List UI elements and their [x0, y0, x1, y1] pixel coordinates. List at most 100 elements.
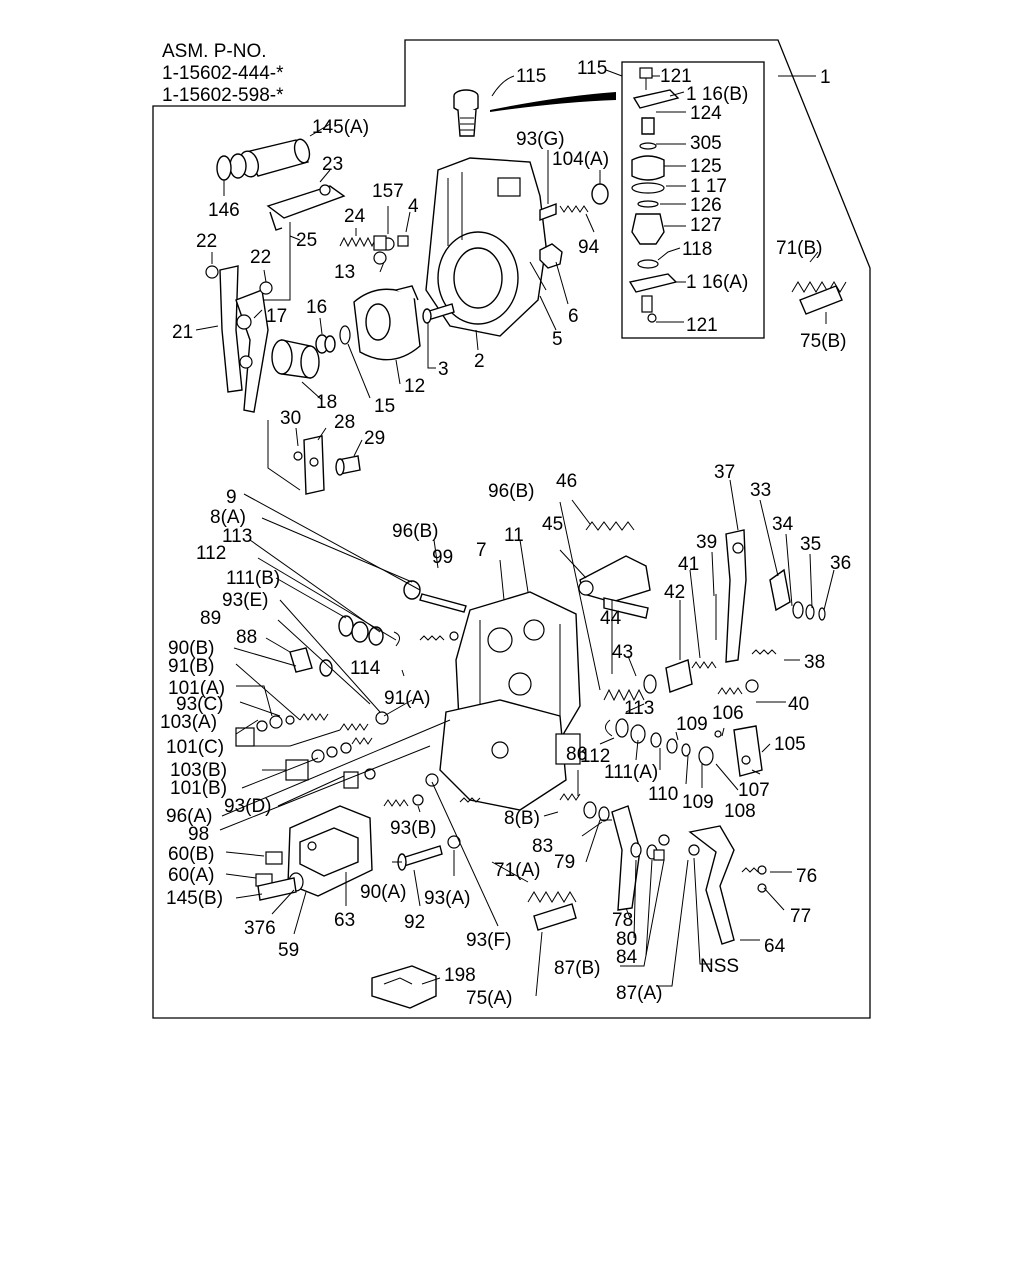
- part-12-flyweight-holder: [353, 285, 421, 361]
- callout-121-top: 121: [660, 66, 692, 87]
- part-157-plug: [373, 235, 387, 251]
- part-43-44-spring: [603, 674, 657, 702]
- part-75a-sleeve: [533, 903, 577, 931]
- part-125-cap: [631, 155, 665, 181]
- callout-23: 23: [322, 154, 343, 175]
- callout-90b: 90(B): [168, 638, 214, 659]
- lower-right-group: [527, 793, 767, 945]
- callout-107: 107: [738, 780, 770, 801]
- callout-2: 2: [474, 351, 485, 372]
- callout-93b: 93(B): [390, 818, 436, 839]
- control-body-group: [235, 580, 581, 871]
- part-28-lever: [303, 435, 325, 495]
- callout-93e: 93(E): [222, 590, 268, 611]
- callout-93g: 93(G): [516, 129, 565, 150]
- callout-89: 89: [200, 608, 221, 629]
- callout-96a: 96(A): [166, 806, 212, 827]
- inset-parts: [628, 67, 680, 323]
- callout-42: 42: [664, 582, 685, 603]
- callout-38: 38: [804, 652, 825, 673]
- part-60-bolts: [255, 851, 283, 887]
- callout-376: 376: [244, 918, 276, 939]
- callout-117: 1 17: [690, 176, 727, 197]
- callout-40: 40: [788, 694, 809, 715]
- callout-145b: 145(B): [166, 888, 223, 909]
- callout-92: 92: [404, 912, 425, 933]
- callout-93c: 93(C): [176, 694, 224, 715]
- callout-33: 33: [750, 480, 771, 501]
- callout-24: 24: [344, 206, 366, 227]
- part-71a-spring: [527, 891, 577, 903]
- part-93g-104a-screw: [539, 183, 609, 222]
- callout-101b: 101(B): [170, 778, 227, 799]
- callout-41: 41: [678, 554, 699, 575]
- callout-25: 25: [296, 230, 317, 251]
- part-114-bushings: [338, 615, 400, 647]
- part-80-84-87: [630, 834, 670, 861]
- callout-88: 88: [236, 627, 257, 648]
- callout-157: 157: [372, 181, 404, 202]
- part-124-spring: [641, 117, 655, 135]
- callout-5: 5: [552, 329, 563, 350]
- part-145a-sleeve: [229, 138, 311, 179]
- callout-146: 146: [208, 200, 240, 221]
- callout-91b: 91(B): [168, 656, 214, 677]
- callout-3: 3: [438, 359, 449, 380]
- callout-116a: 1 16(A): [686, 272, 748, 293]
- callout-37: 37: [714, 462, 735, 483]
- part-38-screw: [751, 649, 777, 655]
- callout-91a: 91(A): [384, 688, 430, 709]
- part-number-2: 1-15602-598-*: [162, 85, 284, 106]
- part-29-pin: [335, 455, 361, 476]
- callout-124: 124: [690, 103, 722, 124]
- part-91b-89-screws: [299, 711, 389, 731]
- callout-145a: 145(A): [312, 117, 369, 138]
- callout-36: 36: [830, 553, 851, 574]
- callout-198: 198: [444, 965, 476, 986]
- part-41-42-spring-cap: [665, 659, 717, 693]
- part-23-bracket: [266, 184, 346, 231]
- callout-78: 78: [612, 910, 633, 931]
- callout-106: 106: [712, 703, 744, 724]
- part-75b-sleeve: [799, 285, 843, 315]
- part-28-group-line: [267, 420, 301, 491]
- part-121-bottom-screw: [641, 295, 657, 323]
- callout-1: 1: [820, 67, 831, 88]
- part-33-36-washers: [769, 568, 826, 621]
- part-3-bolt: [422, 303, 455, 324]
- callout-18: 18: [316, 392, 337, 413]
- callout-113-left: 113: [222, 526, 252, 547]
- diagram-frame: [152, 39, 871, 1019]
- part-121-top-screw: [639, 67, 653, 90]
- callout-101c: 101(C): [166, 737, 224, 758]
- part-305-washer: [639, 142, 657, 150]
- callout-115-right: 115: [577, 58, 607, 79]
- part-5-plate-line: [529, 261, 547, 291]
- callout-94: 94: [578, 237, 600, 258]
- header-block: ASM. P-NO. 1-15602-444-* 1-15602-598-*: [162, 41, 284, 106]
- callout-103b: 103(B): [170, 760, 227, 781]
- part-106-108: [698, 730, 722, 766]
- callout-101a: 101(A): [168, 678, 225, 699]
- callout-116b: 1 16(B): [686, 84, 748, 105]
- part-92-bolt: [397, 835, 461, 871]
- callout-71a: 71(A): [494, 860, 540, 881]
- callout-75a: 75(A): [466, 988, 512, 1009]
- part-25-pin-line: [262, 222, 291, 301]
- governor-weight-group: [205, 138, 421, 495]
- callout-17: 17: [266, 306, 287, 327]
- callout-110: 110: [648, 784, 678, 805]
- callout-44: 44: [600, 608, 622, 629]
- callout-115-left: 115: [516, 66, 546, 87]
- callout-84: 84: [616, 947, 638, 968]
- part-9-bolt: [419, 631, 459, 641]
- callout-108: 108: [724, 801, 756, 822]
- part-127-body: [631, 213, 665, 245]
- callout-105: 105: [774, 734, 806, 755]
- callout-30: 30: [280, 408, 301, 429]
- part-98-base-plate: [439, 699, 581, 811]
- callout-126: 126: [690, 195, 722, 216]
- callout-45: 45: [542, 514, 563, 535]
- part-118-oring: [637, 259, 659, 269]
